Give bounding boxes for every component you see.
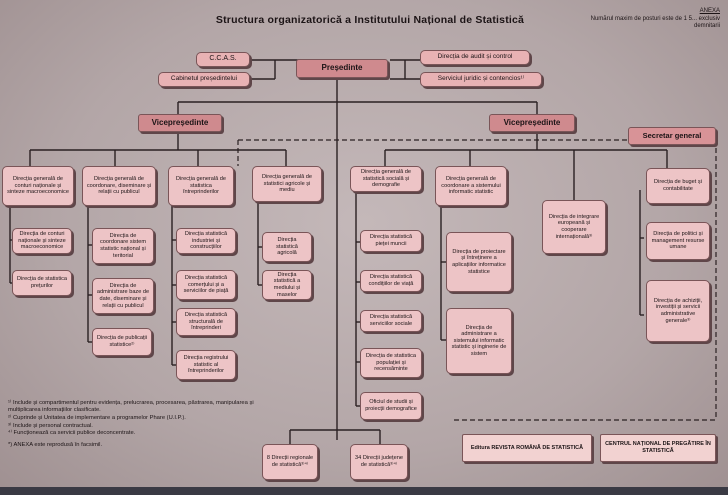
sub-it-administration: Direcția de administrare a sistemului in… xyxy=(446,308,512,374)
ccas-box: C.C.A.S. xyxy=(196,52,250,67)
county-directorates: 34 Direcții județene de statistică³⁾⁴⁾ xyxy=(350,444,408,480)
gd-national-accounts: Direcția generală de conturi naționale ș… xyxy=(2,166,74,206)
sub-it-applications: Direcția de proiectare și întreținere a … xyxy=(446,232,512,292)
sub-labour-market: Direcția statistică pieței muncii xyxy=(360,230,422,252)
sub-living-conditions: Direcția statistică condițiilor de viață xyxy=(360,270,422,292)
sub-register: Direcția registrului statistic al întrep… xyxy=(176,350,236,380)
editura-box: Editura REVISTA ROMÂNĂ DE STATISTICĂ xyxy=(462,434,592,462)
page-title: Structura organizatorică a Institutului … xyxy=(215,14,525,26)
bottom-scan-edge xyxy=(0,487,728,495)
cabinet-box: Cabinetul președintelui xyxy=(158,72,250,87)
sub-prices: Direcția de statistica prețurilor xyxy=(12,270,72,296)
footnote: *) ANEXA este reprodusă în facsimil. xyxy=(8,441,103,448)
sub-agriculture: Direcția statistică agricolă xyxy=(262,232,312,262)
sub-population: Direcția de statistica populației și rec… xyxy=(360,348,422,378)
sub-industry: Direcția statistică industriei și constr… xyxy=(176,228,236,254)
sub-european-integration: Direcția de integrare europeană și coope… xyxy=(542,200,606,254)
vicepresident-right-box: Vicepreședinte xyxy=(489,114,575,132)
president-box: Președinte xyxy=(296,59,388,78)
sub-demographic-office: Oficiul de studii și proiecții demografi… xyxy=(360,392,422,420)
sub-databases: Direcția de administrare baze de date, d… xyxy=(92,278,154,314)
sub-coordination-system: Direcția de coordonare sistem statistic … xyxy=(92,228,154,264)
secretary-general-box: Secretar general xyxy=(628,127,716,145)
gd-coordination: Direcția generală de coordonare, disemin… xyxy=(82,166,156,206)
anexa-label: ANEXA xyxy=(699,8,720,14)
header-note: ANEXA Numărul maxim de posturi este de 1… xyxy=(570,8,720,31)
gd-enterprises: Direcția generală de statistica întrepri… xyxy=(168,166,234,206)
footnote: ⁴⁾ Funcționează ca servicii publice deco… xyxy=(8,430,136,437)
legal-box: Serviciul juridic și contencios¹⁾ xyxy=(420,72,542,87)
sub-budget: Direcția de buget și contabilitate xyxy=(646,168,710,204)
footnote: ³⁾ Include și personal contractual. xyxy=(8,422,93,429)
regional-directorates: 8 Direcții regionale de statistică³⁾⁴⁾ xyxy=(262,444,318,480)
training-center-box: CENTRUL NAȚIONAL DE PREGĂTIRE ÎN STATIST… xyxy=(600,434,716,462)
sub-national-accounts: Direcția de conturi naționale și sinteze… xyxy=(12,228,72,254)
gd-social: Direcția generală de statistică socială … xyxy=(350,166,422,192)
sub-procurement: Direcția de achiziții, investiții și ser… xyxy=(646,280,710,342)
footnote: ¹⁾ Include și compartimentul pentru evid… xyxy=(8,400,254,414)
sub-structural: Direcția statistică structurală de între… xyxy=(176,308,236,336)
max-posts-note: Numărul maxim de posturi este de 1 5... … xyxy=(590,15,720,30)
sub-publications: Direcția de publicații statistice²⁾ xyxy=(92,328,152,356)
sub-human-resources: Direcția de politici și management resur… xyxy=(646,222,710,260)
sub-commerce: Direcția statistică comerțului și a serv… xyxy=(176,270,236,300)
gd-it: Direcția generală de coordonare a sistem… xyxy=(435,166,507,206)
sub-environment: Direcția statistică a mediului și maselo… xyxy=(262,270,312,300)
sub-social-services: Direcția statistică serviciilor sociale xyxy=(360,310,422,332)
footnotes: ¹⁾ Include și compartimentul pentru evid… xyxy=(8,400,268,449)
gd-agriculture: Direcția generală de statistici agricole… xyxy=(252,166,322,202)
footnote: ²⁾ Cuprinde și Unitatea de implementare … xyxy=(8,414,186,421)
audit-box: Direcția de audit și control xyxy=(420,50,530,65)
vicepresident-left-box: Vicepreședinte xyxy=(138,114,222,132)
